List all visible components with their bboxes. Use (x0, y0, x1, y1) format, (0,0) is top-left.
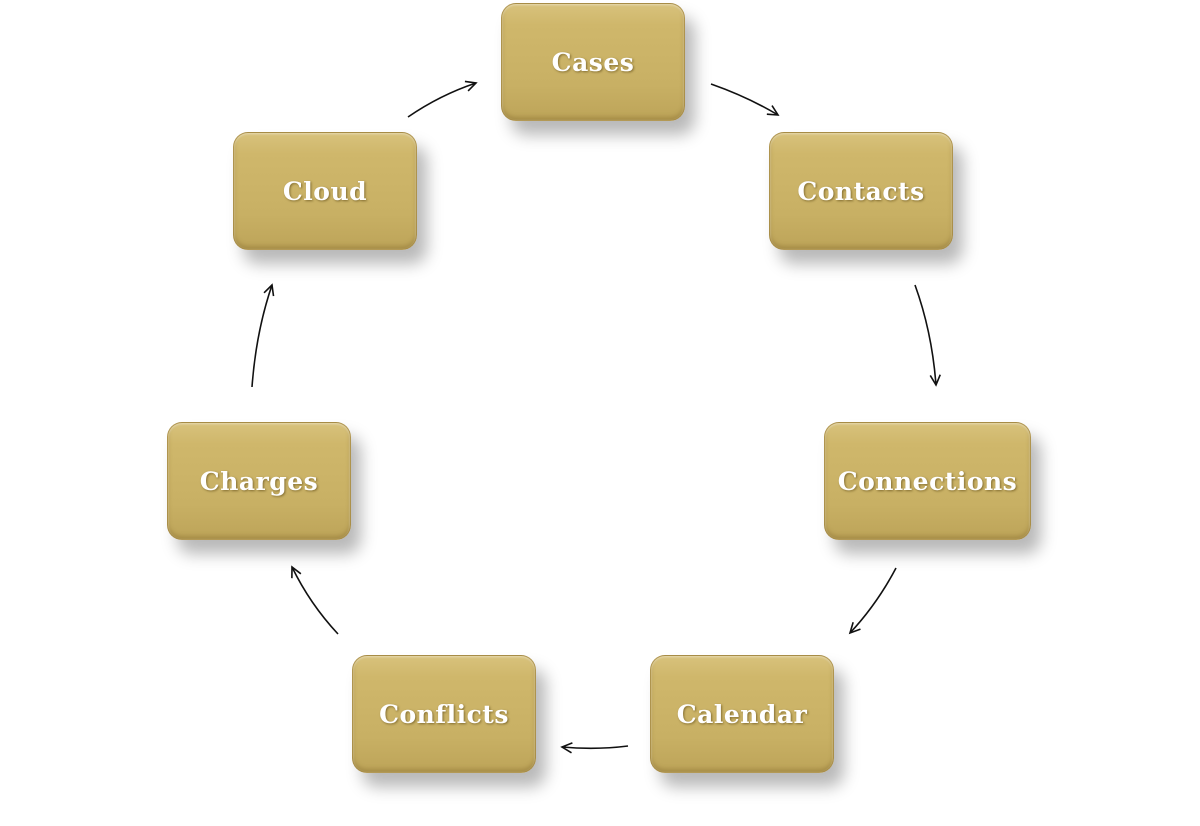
arrow-contacts-to-connections (914, 284, 941, 387)
node-contacts[interactable]: Contacts (769, 132, 953, 250)
node-label-calendar: Calendar (676, 699, 808, 729)
arrow-connections-to-calendar (848, 567, 897, 635)
node-charges[interactable]: Charges (167, 422, 351, 540)
node-label-connections: Connections (837, 466, 1018, 496)
arrow-charges-to-cloud (251, 283, 275, 388)
arrow-cases-to-contacts (710, 83, 780, 116)
node-label-charges: Charges (199, 466, 319, 496)
arrow-calendar-to-conflicts (560, 742, 629, 754)
node-connections[interactable]: Connections (824, 422, 1031, 540)
node-conflicts[interactable]: Conflicts (352, 655, 536, 773)
node-label-cases: Cases (551, 47, 635, 77)
node-label-conflicts: Conflicts (379, 699, 509, 729)
arrow-cloud-to-cases (407, 80, 478, 118)
node-cloud[interactable]: Cloud (233, 132, 417, 250)
node-label-cloud: Cloud (282, 176, 368, 206)
node-calendar[interactable]: Calendar (650, 655, 834, 773)
node-cases[interactable]: Cases (501, 3, 685, 121)
arrow-conflicts-to-charges (291, 565, 339, 635)
node-label-contacts: Contacts (797, 176, 925, 206)
